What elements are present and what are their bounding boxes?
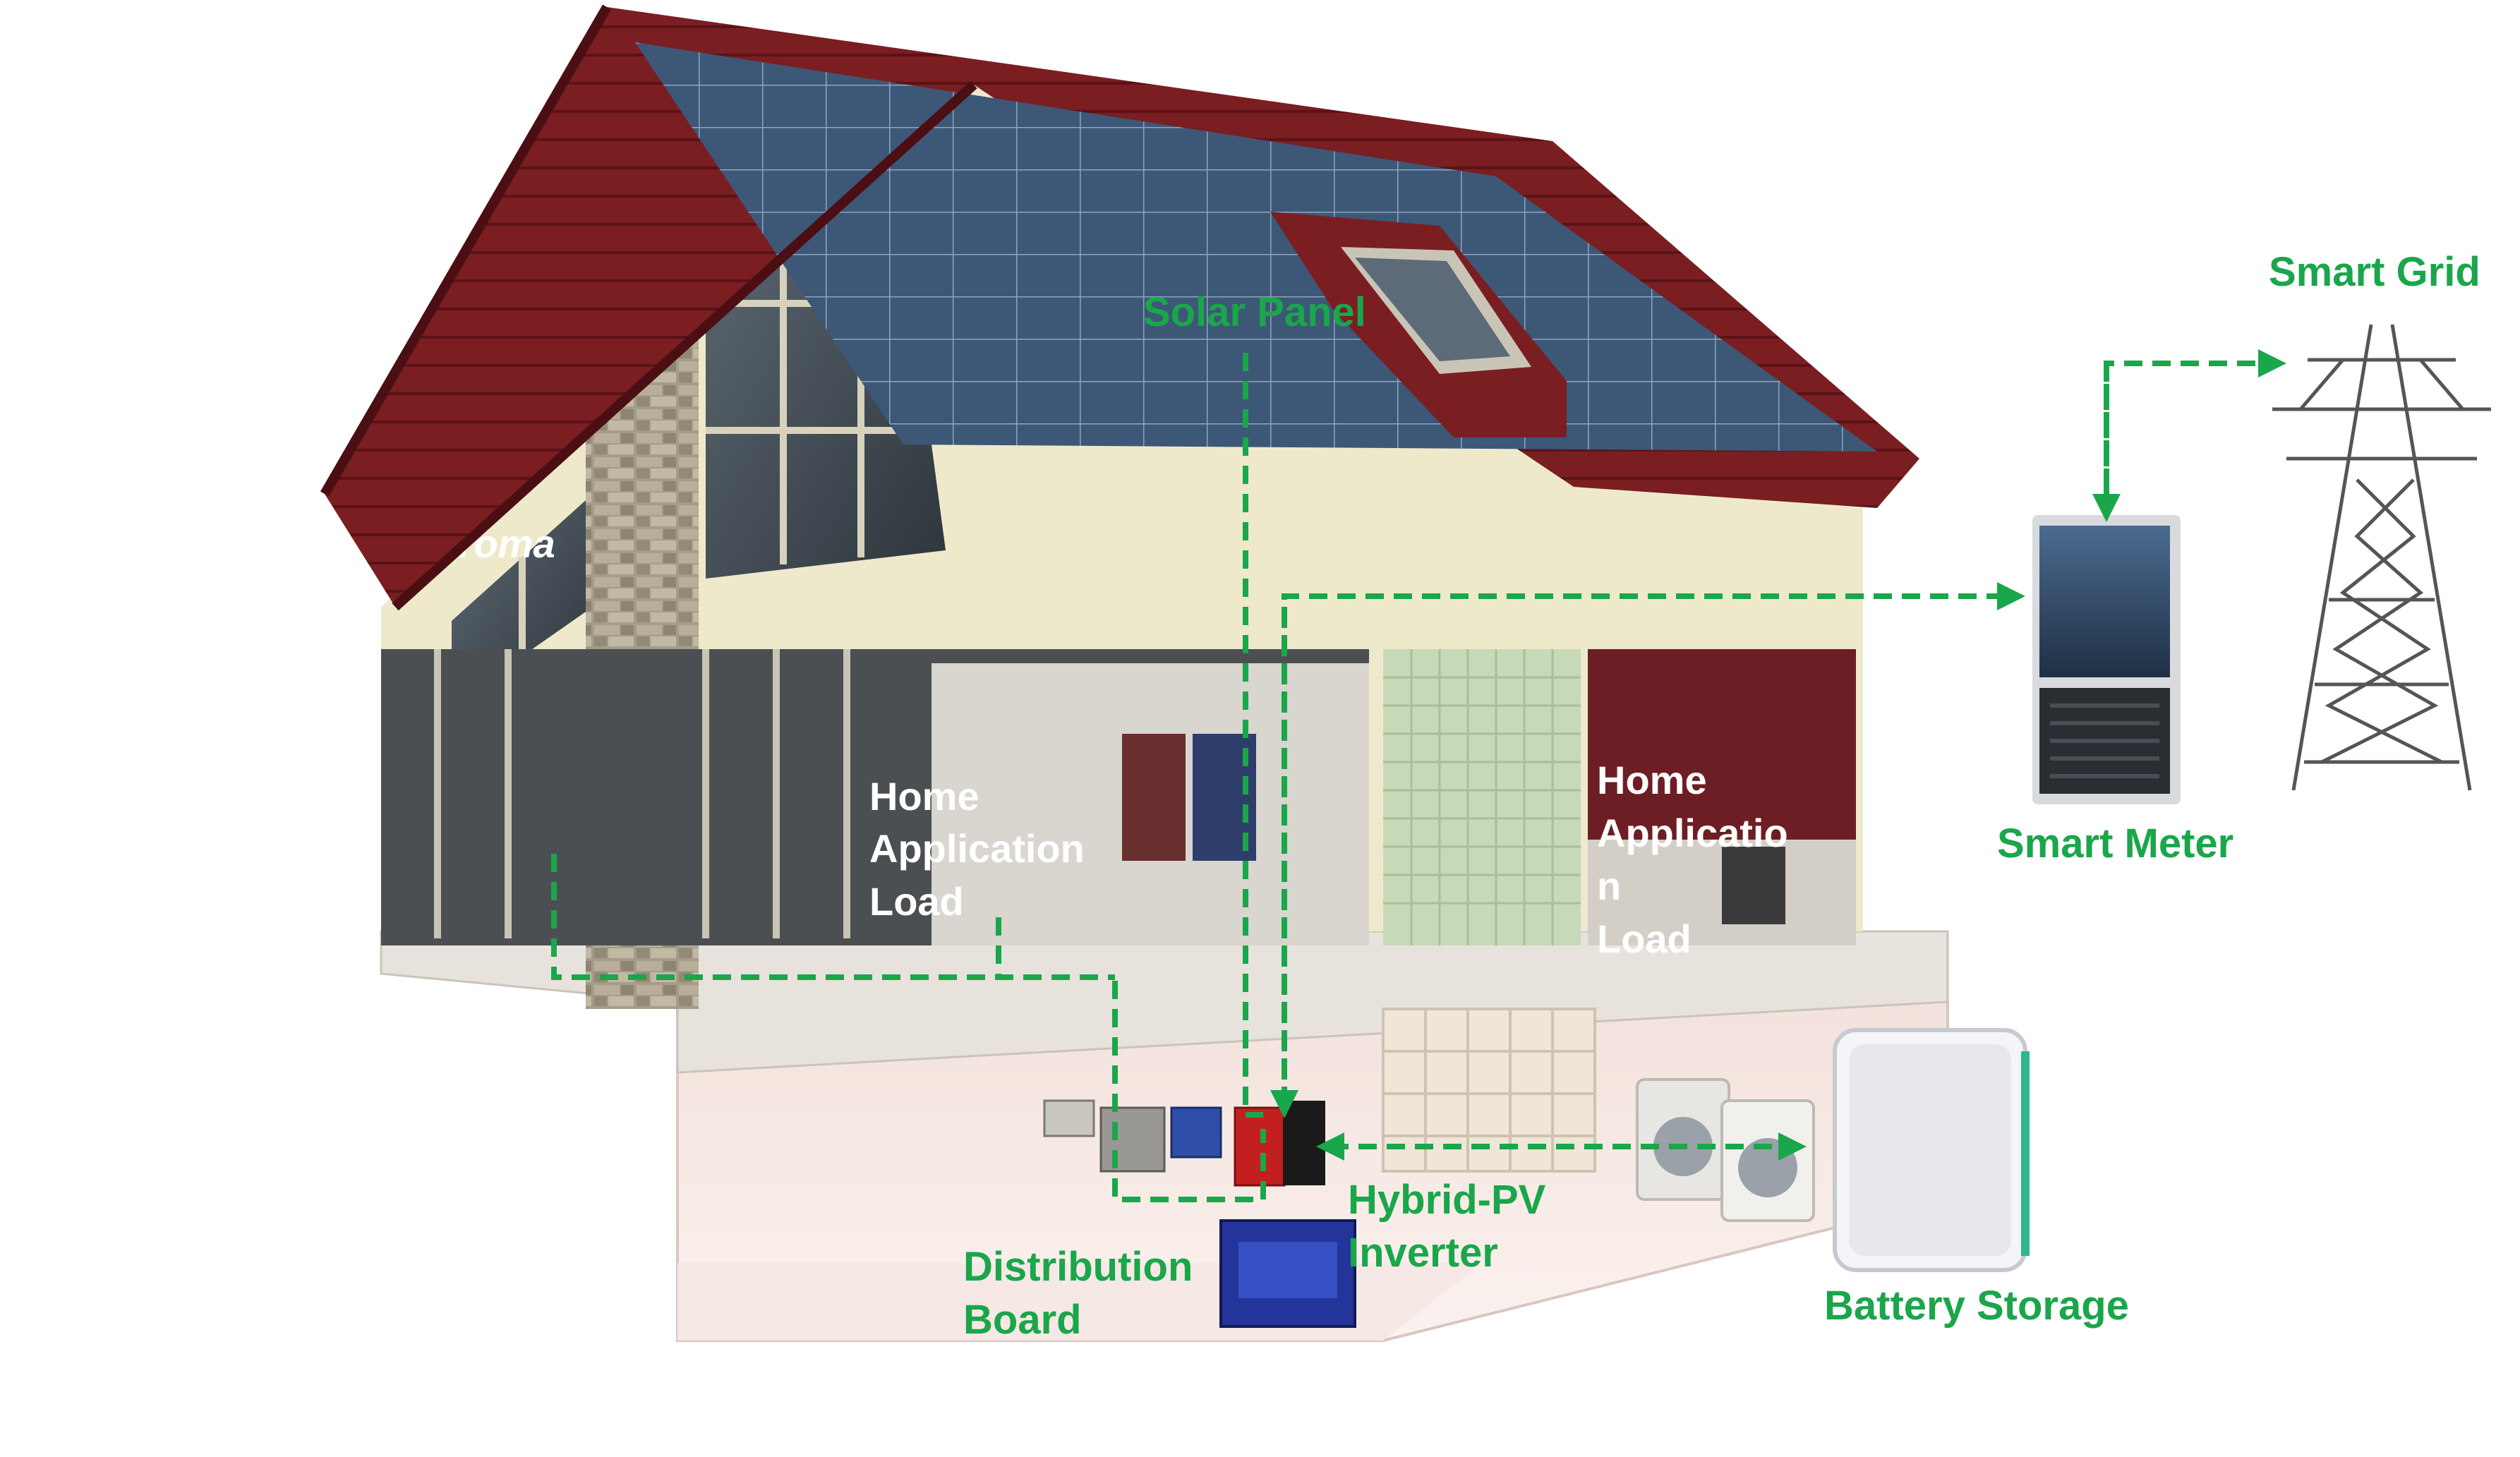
label-home-load-right-line4: Load [1597, 917, 1692, 961]
floor-slab [380, 930, 1949, 1074]
energy-flow-lines [551, 349, 2286, 1202]
flow-solar-inverter [1243, 353, 1263, 1118]
label-home-load-right: Home Applicatio n Load [1597, 758, 1788, 961]
ground-floor-window-frames [434, 649, 850, 938]
label-battery-storage: Battery Storage [1824, 1283, 2129, 1329]
distribution-board-icon [1043, 1099, 1222, 1173]
label-home-load-right-line3: n [1597, 864, 1621, 908]
label-hybrid-inverter-line2: Inverter [1348, 1230, 1498, 1276]
label-home-load-left-line2: Application [869, 826, 1085, 871]
label-hybrid-inverter-line1: Hybrid-PV [1348, 1177, 1546, 1223]
label-home-load-left-line1: Home [869, 774, 979, 818]
battery-icon [1833, 1028, 2030, 1272]
flow-inverter-meter [1282, 582, 2025, 1080]
label-distribution-board: Distribution Board [963, 1244, 1193, 1343]
solar-panel-array [635, 42, 1877, 452]
flow-meter-grid [2104, 349, 2286, 487]
house: Chroma [320, 4, 1949, 1342]
label-hybrid-inverter: Hybrid-PV Inverter [1348, 1177, 1546, 1276]
smart-meter-icon [2032, 515, 2181, 804]
label-home-load-left: Home Application Load [869, 774, 1085, 924]
skylight-glass [1355, 258, 1510, 361]
flow-home-load-left [551, 854, 1115, 980]
label-home-load-left-line3: Load [869, 879, 964, 924]
wall-art-1 [1122, 734, 1186, 861]
grid-panel-box [1219, 1219, 1356, 1328]
transmission-tower-icon [2272, 324, 2491, 791]
roof-edge [320, 4, 977, 611]
oven [1722, 847, 1785, 924]
bathroom [1383, 649, 1581, 945]
label-smart-meter: Smart Meter [1997, 821, 2233, 866]
label-home-load-right-line2: Applicatio [1597, 811, 1788, 855]
label-smart-grid: Smart Grid [2269, 249, 2480, 295]
washing-machines [1636, 1078, 1815, 1222]
bathroom-tiles [1383, 649, 1581, 945]
flow-inverter-distribution [1112, 981, 1266, 1202]
label-distribution-board-line2: Board [963, 1297, 1082, 1343]
label-distribution-board-line1: Distribution [963, 1244, 1193, 1290]
label-home-load-right-line1: Home [1597, 758, 1707, 802]
label-solar-panel: Solar Panel [1143, 289, 1366, 335]
